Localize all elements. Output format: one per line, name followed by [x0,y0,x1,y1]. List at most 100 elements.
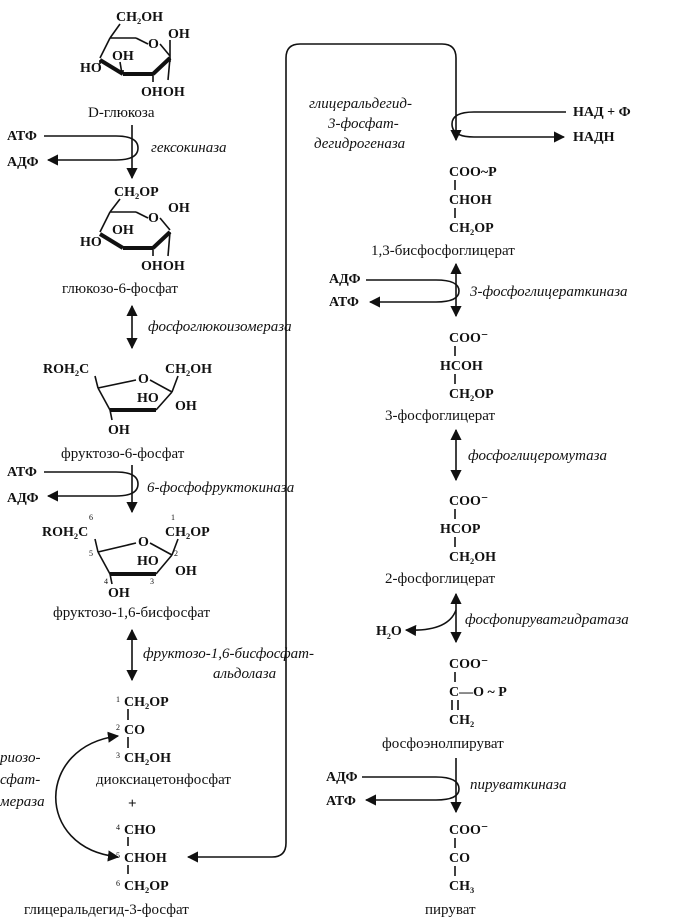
bpg13-c1: COO~P [449,165,497,180]
pyruvate-label: пируват [425,902,476,918]
atp-label-2: АТФ [7,465,37,480]
enzyme-aldolase-line1: фруктозо-1,6-бисфосфат- [143,646,314,662]
g6p-label: глюкозо-6-фосфат [62,281,178,297]
pep-label: фосфоэнолпируват [382,736,504,752]
adp-label-4: АДФ [326,770,358,785]
g6p-structure: CH₂OP O OH OH HO OH OH [80,185,190,274]
f6p-ho-c3: HO [137,391,159,406]
glucose-oh-c1: OH [168,27,190,42]
enzyme-pgk: 3-фосфоглицераткиназа [469,284,628,300]
dhap-num-2: 2 [116,723,120,732]
pep-structure: COO⁻ C—O ~ P CH₂ [449,657,507,728]
f16bp-num-1: 1 [171,513,175,522]
f16bp-num-2: 2 [174,549,178,558]
h2o-h: H [376,624,387,639]
pep-c1: COO⁻ [449,657,488,672]
bpg13-label: 1,3-бисфосфоглицерат [371,243,515,259]
f16bp-ring-o: O [138,535,149,550]
pg3-label: 3-фосфоглицерат [385,408,496,424]
enzyme-pgm: фосфоглицеромутаза [468,448,607,464]
dhap-num-1: 1 [116,695,120,704]
nad-p-label: НАД + Ф [573,105,631,120]
gapdh-step: глицеральдегид- 3-фосфат- дегидрогеназа … [309,96,631,152]
g3p-c3: CH₂OP [124,879,169,894]
enzyme-pfk: 6-фосфофруктокиназа [147,480,294,496]
g3p-structure: 4 CHO 5 CHOH 6 CH₂OP [116,823,169,894]
pgk-step: АДФ АТФ 3-фосфоглицераткиназа [329,262,628,318]
glucose-ho-c3: HO [80,61,102,76]
pg2-structure: COO⁻ HCOP CH₂OH [440,494,496,565]
glucose-ch2oh: CH₂OH [116,10,163,25]
dhap-label: диоксиацетонфосфат [96,772,231,788]
f6p-ch2oh: CH₂OH [165,362,212,377]
f6p-roh2c: ROH₂C [43,362,89,377]
pg3-c2: HCOH [440,359,483,374]
f16bp-oh-c4: OH [108,586,130,601]
g6p-ho-c3: HO [80,235,102,250]
g3p-num-5: 5 [116,851,120,860]
pgm-step: фосфоглицеромутаза [450,428,607,482]
atp-label-1: АТФ [7,129,37,144]
pep-c2: C—O ~ P [449,685,507,700]
dhap-c3: CH₂OH [124,751,171,766]
f16bp-oh-c2: OH [175,564,197,579]
adp-label-2: АДФ [7,491,39,506]
f6p-oh-c4: OH [108,423,130,438]
dhap-c1: CH₂OP [124,695,169,710]
pg2-label: 2-фосфоглицерат [385,571,496,587]
f6p-label: фруктозо-6-фосфат [61,446,185,462]
g3p-label: глицеральдегид-3-фосфат [24,902,189,918]
enzyme-gapdh-line3: дегидрогеназа [314,136,405,152]
enzyme-pgi: фосфоглюкоизомераза [148,319,292,335]
g3p-c2: CHOH [124,851,167,866]
pg3-c3: CH₂OP [449,387,494,402]
enzyme-tpi-line1: риозо- [0,750,40,766]
nadh-label: НАДН [573,130,615,145]
enzyme-enolase: фосфопируватгидратаза [465,612,629,628]
pgi-step: фосфоглюкоизомераза [126,304,292,350]
bpg13-c3: CH₂OP [449,221,494,236]
glucose-ring-o: O [148,37,159,52]
pg2-c1: COO⁻ [449,494,488,509]
enzyme-hexokinase: гексокиназа [151,140,227,156]
h2o-sub: 2 [387,632,391,641]
bpg13-structure: COO~P CHOH CH₂OP [449,165,497,236]
plus-sign: + [128,796,137,812]
pg2-c3: CH₂OH [449,550,496,565]
f16bp-roh2c: ROH₂C [42,525,88,540]
f16bp-label: фруктозо-1,6-бисфосфат [53,605,210,621]
pyruvate-c3: CH₃ [449,879,474,894]
pg2-c2: HCOP [440,522,481,537]
atp-label-4: АТФ [326,794,356,809]
g6p-ch2op: CH₂OP [114,185,159,200]
pyruvate-c2: CO [449,851,470,866]
hexokinase-step: АТФ АДФ гексокиназа [7,125,227,180]
f16bp-num-3: 3 [150,577,154,586]
g3p-num-4: 4 [116,823,120,832]
enzyme-gapdh-line2: 3-фосфат- [327,116,399,132]
g6p-oh-c2: OH [141,259,163,274]
glucose-structure: CH₂OH O OH OH HO OH OH [80,10,190,100]
f16bp-num-4: 4 [104,577,108,586]
g6p-oh-c4: OH [112,223,134,238]
glucose-oh-c1b: OH [163,85,185,100]
f16bp-structure: 6 1 ROH₂C CH₂OP O 5 2 HO OH 4 3 OH [42,513,210,601]
pep-c3: CH₂ [449,713,474,728]
f16bp-ch2op: CH₂OP [165,525,210,540]
f6p-structure: ROH₂C CH₂OH O HO OH OH [43,362,212,438]
f16bp-num-6: 6 [89,513,93,522]
glucose-label: D-глюкоза [88,105,155,121]
h2o-o: O [391,624,402,639]
dhap-c2: CO [124,723,145,738]
atp-label-3: АТФ [329,295,359,310]
glucose-oh-c4: OH [112,49,134,64]
pg3-c1: COO⁻ [449,331,488,346]
bpg13-c2: CHOH [449,193,492,208]
f6p-oh-c2: OH [175,399,197,414]
tpi-step: риозо- сфат- мераза [0,731,120,862]
enzyme-gapdh-line1: глицеральдегид- [309,96,412,112]
enzyme-tpi-line2: сфат- [0,772,40,788]
pk-step: АДФ АТФ пируваткиназа [326,758,567,814]
